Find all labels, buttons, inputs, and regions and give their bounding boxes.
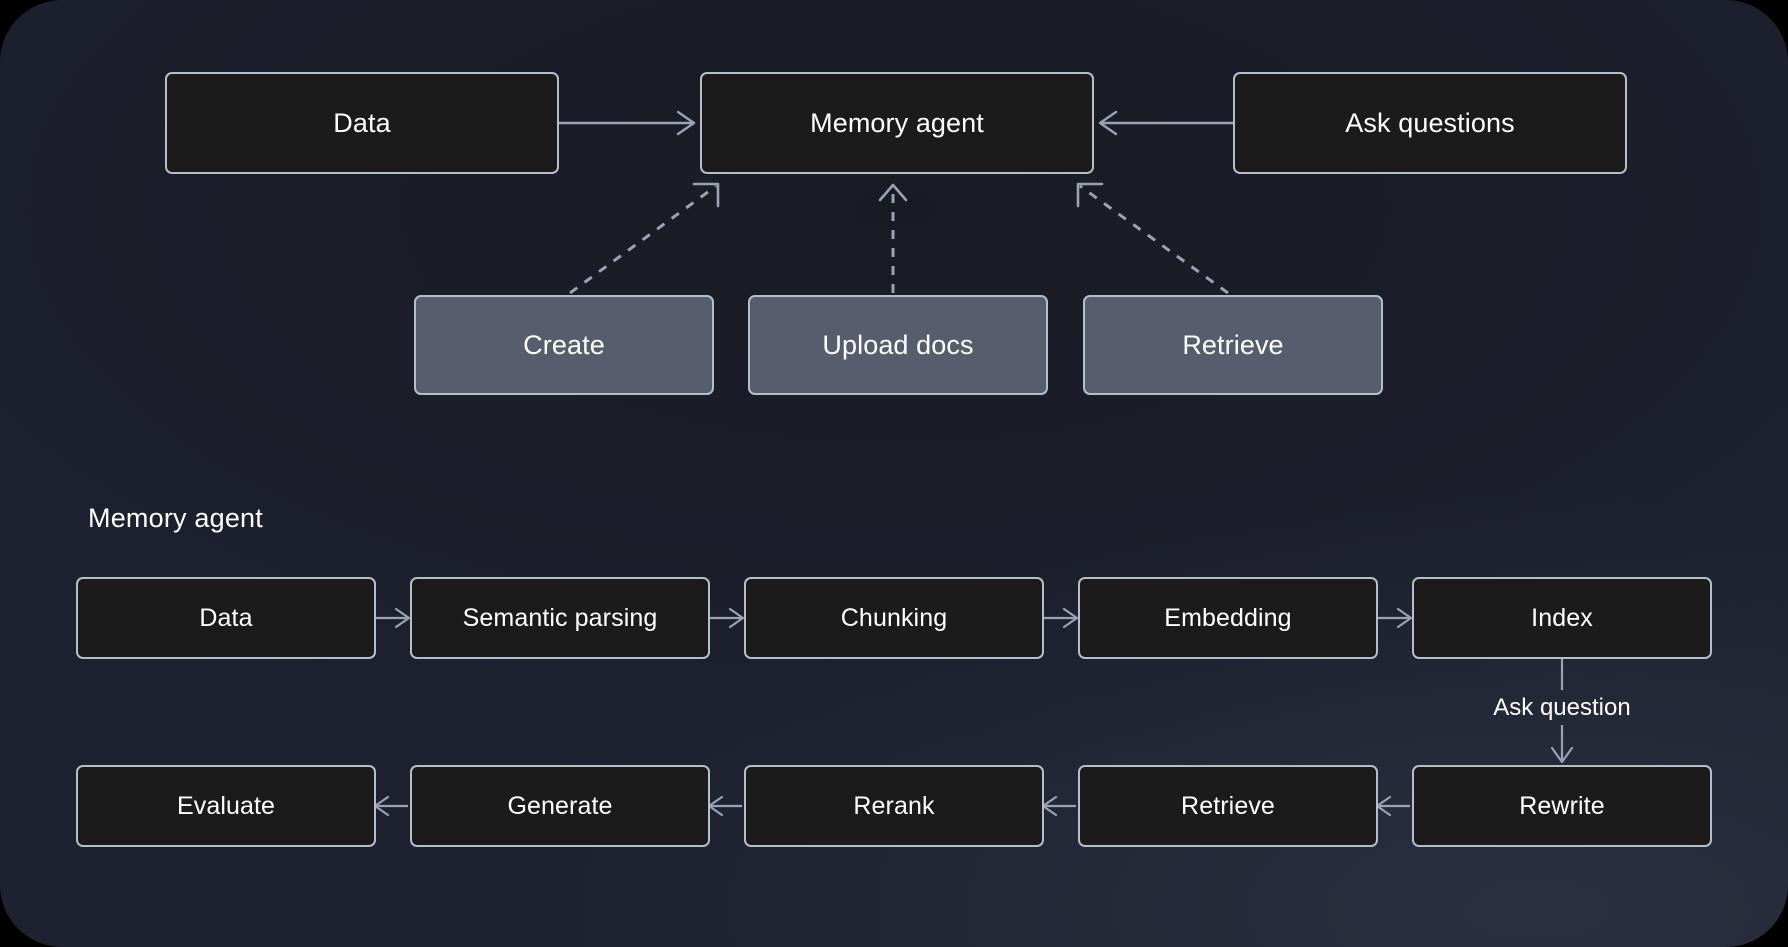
node-pipeline-chunking[interactable]: Chunking [744,577,1044,659]
node-label: Semantic parsing [462,603,658,632]
edge-ask-questions-to-memory-agent [1098,110,1233,136]
edge-upload-docs-to-memory-agent [878,183,908,293]
edge-pipeline-top [376,607,1413,629]
node-data-overview[interactable]: Data [165,72,559,174]
node-label: Chunking [840,603,948,632]
edge-data-to-memory-agent [559,110,696,136]
node-label: Data [333,107,391,138]
edge-retrieve-to-memory-agent [1076,182,1229,295]
edge-index-to-rewrite [1550,659,1574,764]
node-label: Embedding [1164,603,1292,632]
node-label: Create [523,329,605,360]
node-label: Memory agent [810,107,984,138]
section-title-memory-agent: Memory agent [88,503,263,533]
edge-label-ask-question: Ask question [1493,694,1631,721]
node-pipeline-semantic-parsing[interactable]: Semantic parsing [410,577,710,659]
node-pipeline-rerank[interactable]: Rerank [744,765,1044,847]
node-retrieve-overview[interactable]: Retrieve [1083,295,1383,395]
edge-create-to-memory-agent [569,182,720,295]
node-label: Evaluate [176,791,276,820]
node-label: Ask questions [1345,107,1515,138]
node-pipeline-embedding[interactable]: Embedding [1078,577,1378,659]
node-upload-docs[interactable]: Upload docs [748,295,1048,395]
node-pipeline-index[interactable]: Index [1412,577,1712,659]
node-pipeline-rewrite[interactable]: Rewrite [1412,765,1712,847]
node-ask-questions[interactable]: Ask questions [1233,72,1627,174]
node-label: Retrieve [1182,329,1284,360]
node-create[interactable]: Create [414,295,714,395]
node-label: Upload docs [822,329,974,360]
node-pipeline-evaluate[interactable]: Evaluate [76,765,376,847]
node-label: Retrieve [1181,791,1275,820]
node-pipeline-generate[interactable]: Generate [410,765,710,847]
node-pipeline-data[interactable]: Data [76,577,376,659]
node-label: Rewrite [1519,791,1605,820]
node-pipeline-retrieve[interactable]: Retrieve [1078,765,1378,847]
node-label: Generate [507,791,613,820]
node-label: Index [1531,603,1593,632]
node-label: Rerank [853,791,935,820]
node-memory-agent-overview[interactable]: Memory agent [700,72,1094,174]
node-label: Data [199,603,253,632]
